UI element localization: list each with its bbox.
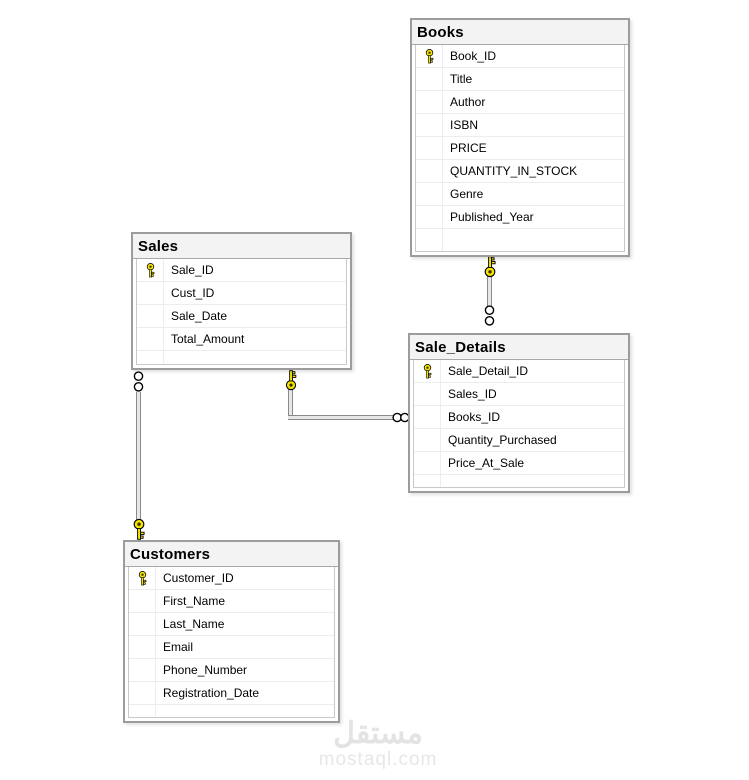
icon-column-divider <box>442 45 443 251</box>
table-customers-grid: Customer_ID First_Name Last_Name Email P… <box>128 567 335 718</box>
table-row[interactable]: Genre <box>416 183 624 206</box>
field-name: Phone_Number <box>163 663 248 677</box>
table-title: Sales <box>138 237 179 255</box>
field-name: Sale_ID <box>171 263 214 277</box>
table-row[interactable]: Sale_Date <box>137 305 346 328</box>
watermark-domain-text: mostaql.com <box>318 749 438 770</box>
table-row[interactable]: Published_Year <box>416 206 624 229</box>
table-title: Sale_Details <box>415 338 506 356</box>
field-name: Genre <box>450 187 484 201</box>
table-sale-details-grid: Sale_Detail_ID Sales_ID Books_ID Quantit… <box>413 360 625 488</box>
field-name: Published_Year <box>450 210 534 224</box>
field-name: Total_Amount <box>171 332 245 346</box>
field-name: Book_ID <box>450 49 497 63</box>
primary-key-icon <box>414 360 441 382</box>
field-name: Sales_ID <box>448 387 497 401</box>
field-name: First_Name <box>163 594 226 608</box>
field-name: Author <box>450 95 486 109</box>
table-sales[interactable]: Sales Sale_ID Cust_ID Sale_Date Total_Am… <box>131 232 352 370</box>
table-row[interactable]: ISBN <box>416 114 624 137</box>
many-end-infinity-icon <box>133 371 144 392</box>
field-name: Sale_Detail_ID <box>448 364 529 378</box>
table-sale-details[interactable]: Sale_Details Sale_Detail_ID Sales_ID Boo… <box>408 333 630 493</box>
table-title: Customers <box>130 545 211 563</box>
table-row[interactable]: Cust_ID <box>137 282 346 305</box>
field-name: QUANTITY_IN_STOCK <box>450 164 578 178</box>
primary-key-icon <box>129 567 156 589</box>
icon-column-divider <box>163 259 164 364</box>
table-row[interactable]: Books_ID <box>414 406 624 429</box>
table-sale-details-header[interactable]: Sale_Details <box>410 335 628 360</box>
table-row[interactable]: Price_At_Sale <box>414 452 624 475</box>
table-customers-header[interactable]: Customers <box>125 542 338 567</box>
primary-key-icon <box>416 45 443 67</box>
table-customers[interactable]: Customers Customer_ID First_Name Last_Na… <box>123 540 340 723</box>
table-books-grid: Book_ID Title Author ISBN PRICE QUANTITY… <box>415 45 625 252</box>
field-name: Customer_ID <box>163 571 234 585</box>
field-name: Books_ID <box>448 410 501 424</box>
relationship-line[interactable] <box>288 389 293 420</box>
field-name: Title <box>450 72 473 86</box>
one-end-key-icon <box>133 518 145 540</box>
table-row[interactable]: Sale_ID <box>137 259 346 282</box>
field-name: Last_Name <box>163 617 225 631</box>
watermark: مستقل mostaql.com <box>318 718 438 770</box>
field-name: Price_At_Sale <box>448 456 525 470</box>
table-books[interactable]: Books Book_ID Title Author ISBN PRICE QU… <box>410 18 630 257</box>
relationship-line[interactable] <box>136 392 141 520</box>
field-name: Cust_ID <box>171 286 215 300</box>
one-end-key-icon <box>285 370 297 391</box>
one-end-key-icon <box>484 256 496 278</box>
table-row[interactable]: Title <box>416 68 624 91</box>
field-name: Sale_Date <box>171 309 228 323</box>
table-row[interactable]: Sale_Detail_ID <box>414 360 624 383</box>
table-sales-grid: Sale_ID Cust_ID Sale_Date Total_Amount <box>136 259 347 365</box>
table-row[interactable]: QUANTITY_IN_STOCK <box>416 160 624 183</box>
table-row[interactable]: PRICE <box>416 137 624 160</box>
many-end-infinity-icon <box>484 305 495 326</box>
table-row[interactable]: Total_Amount <box>137 328 346 351</box>
table-row[interactable]: Sales_ID <box>414 383 624 406</box>
primary-key-icon <box>137 259 164 281</box>
table-row[interactable]: First_Name <box>129 590 334 613</box>
icon-column-divider <box>155 567 156 717</box>
table-title: Books <box>417 23 464 41</box>
field-name: Email <box>163 640 194 654</box>
table-row[interactable]: Registration_Date <box>129 682 334 705</box>
table-row[interactable]: Customer_ID <box>129 567 334 590</box>
table-books-header[interactable]: Books <box>412 20 628 45</box>
field-name: ISBN <box>450 118 479 132</box>
relationship-line[interactable] <box>487 276 492 306</box>
table-row[interactable]: Phone_Number <box>129 659 334 682</box>
field-name: PRICE <box>450 141 487 155</box>
table-row[interactable]: Last_Name <box>129 613 334 636</box>
table-row[interactable]: Quantity_Purchased <box>414 429 624 452</box>
table-row[interactable]: Book_ID <box>416 45 624 68</box>
table-sales-header[interactable]: Sales <box>133 234 350 259</box>
table-row[interactable]: Author <box>416 91 624 114</box>
relationship-line[interactable] <box>288 415 394 420</box>
icon-column-divider <box>440 360 441 487</box>
table-row[interactable]: Email <box>129 636 334 659</box>
field-name: Registration_Date <box>163 686 260 700</box>
field-name: Quantity_Purchased <box>448 433 557 447</box>
